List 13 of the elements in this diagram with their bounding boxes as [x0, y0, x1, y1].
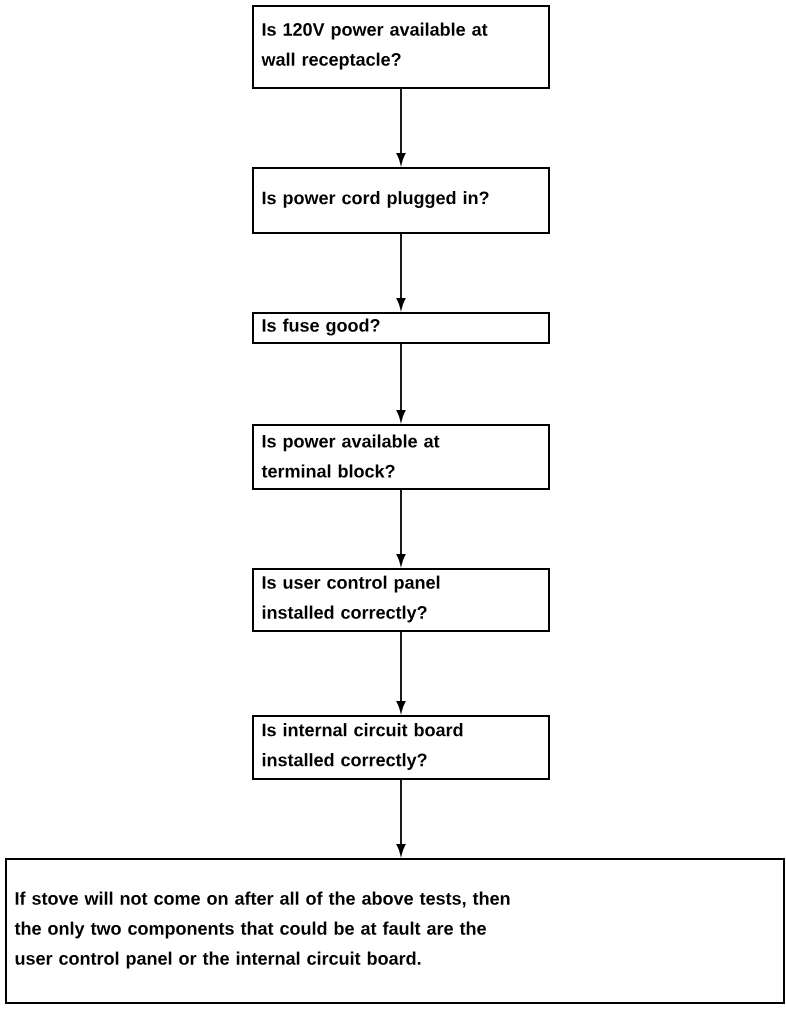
process-box: Is fuse good? [252, 312, 550, 344]
process-box: Is 120V power available at wall receptacle? [252, 5, 550, 89]
arrow [396, 88, 406, 164]
process-box: Is user control panel installed correctly? [252, 568, 550, 632]
process-box: Is power cord plugged in? [252, 167, 550, 234]
arrow [396, 631, 406, 712]
arrow [396, 779, 406, 855]
process-box: Is power available at terminal block? [252, 424, 550, 490]
arrow [396, 233, 406, 309]
arrow [396, 343, 406, 421]
arrow [396, 489, 406, 565]
process-box: Is internal circuit board installed correctly? [252, 715, 550, 780]
process-box: If stove will not come on after all of the above tests, then the only two components that could be at fault are the user control panel or the internal circuit board. [5, 858, 785, 1004]
